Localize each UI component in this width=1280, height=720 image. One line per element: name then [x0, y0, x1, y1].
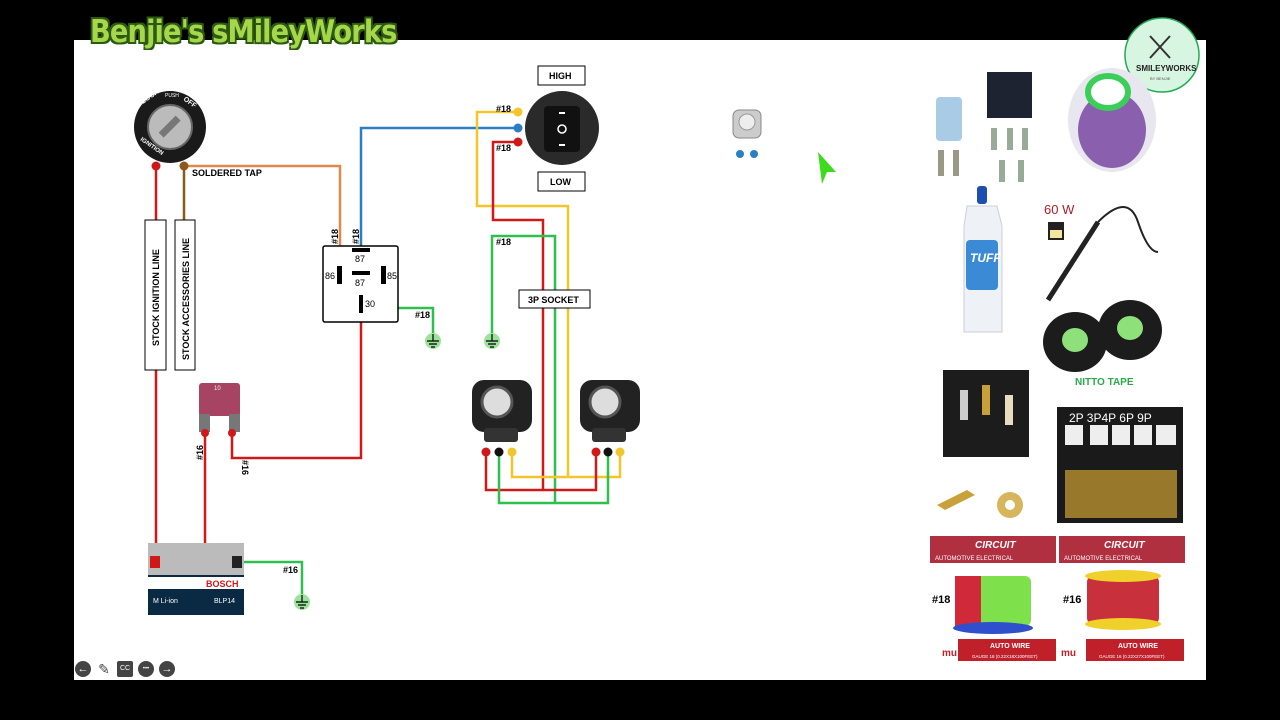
- 3p-socket-label: 3P SOCKET: [528, 295, 579, 305]
- wire-green-battery-ground: [244, 560, 304, 598]
- gauge-label: #18: [330, 229, 340, 244]
- previous-slide-button[interactable]: ←: [75, 661, 91, 677]
- svg-text:30: 30: [365, 299, 375, 309]
- svg-text:#18: #18: [932, 594, 950, 606]
- fuse: 10: [199, 383, 240, 432]
- svg-text:PUSH: PUSH: [165, 93, 179, 99]
- fuse-terminal: [228, 429, 236, 437]
- fog-lamp-right: [580, 380, 640, 442]
- svg-text:10: 10: [214, 386, 221, 392]
- svg-text:86: 86: [325, 271, 335, 281]
- svg-text:CIRCUIT: CIRCUIT: [1104, 540, 1145, 551]
- ignition-switch: LOCK PUSH OFF IGNITION: [134, 89, 206, 163]
- fuse-terminal: [201, 429, 209, 437]
- svg-text:AUTO WIRE: AUTO WIRE: [990, 643, 1030, 650]
- bullet-connectors-image: [943, 370, 1029, 457]
- gauge-label: #18: [496, 143, 511, 153]
- switch-blue-terminal: [513, 123, 523, 133]
- terminal-lugs-image: [937, 490, 1023, 518]
- gauge-label: #16: [195, 445, 205, 460]
- accessory-brown-terminal: [179, 161, 189, 171]
- wire-green-socket: [490, 234, 557, 503]
- svg-text:TUFF: TUFF: [970, 251, 1001, 265]
- wire-yellow-lamps: [510, 452, 622, 479]
- gauge-label: #18: [496, 104, 511, 114]
- connector-housings-image: 2P 3P4P 6P 9P: [1057, 407, 1183, 523]
- cleaner-bottle: TUFF: [963, 186, 1003, 333]
- svg-text:AUTO WIRE: AUTO WIRE: [1118, 643, 1158, 650]
- gauge-label: #16: [240, 460, 250, 475]
- high-label: HIGH: [549, 71, 572, 81]
- svg-text:85: 85: [387, 271, 397, 281]
- svg-text:AUTOMOTIVE ELECTRICAL: AUTOMOTIVE ELECTRICAL: [935, 556, 1014, 562]
- nitto-tape-label: NITTO TAPE: [1075, 377, 1134, 388]
- wire-ignition-red: [154, 166, 240, 564]
- svg-text:mu: mu: [942, 648, 957, 659]
- next-slide-button[interactable]: →: [159, 661, 175, 677]
- rocker-switch[interactable]: [525, 91, 599, 165]
- soldered-tap-label: SOLDERED TAP: [192, 168, 262, 178]
- brand-title: Benjie's sMileyWorks: [90, 14, 397, 50]
- ground-icon: [484, 333, 500, 349]
- soldering-iron-power: 60 W: [1044, 202, 1075, 217]
- svg-text:GAUGE 16 (0.22X27X100FEET): GAUGE 16 (0.22X27X100FEET): [1099, 654, 1165, 659]
- ground-icon: [425, 333, 441, 349]
- relay-socket-image: [936, 72, 1032, 182]
- nitto-tape-rolls: [1043, 300, 1162, 372]
- wire-red-30-fuse: [230, 300, 363, 460]
- gauge-label: #18: [415, 310, 430, 320]
- solder-wire-spool: [1068, 68, 1156, 172]
- switch-red-terminal: [513, 137, 523, 147]
- mouse-cursor-icon: [818, 152, 836, 184]
- gauge-label: #18: [351, 229, 361, 244]
- svg-text:AUTOMOTIVE ELECTRICAL: AUTOMOTIVE ELECTRICAL: [1064, 556, 1143, 562]
- soldering-iron: [1045, 206, 1159, 302]
- wire-orange-86: [184, 164, 342, 283]
- switch-yellow-terminal: [513, 107, 523, 117]
- svg-text:87: 87: [355, 278, 365, 288]
- svg-text:2P 3P4P 6P 9P: 2P 3P4P 6P 9P: [1069, 411, 1152, 425]
- gauge-label: #18: [496, 237, 511, 247]
- push-button-switch: [732, 109, 762, 158]
- 3p-socket-box: [518, 289, 591, 309]
- gauge-label: #16: [283, 565, 298, 575]
- low-label-box: [537, 171, 586, 192]
- wire-red-lamps: [484, 452, 598, 492]
- svg-text:SMILEYWORKS: SMILEYWORKS: [1136, 64, 1197, 73]
- battery: BOSCH M Li-ion BLP14: [148, 543, 244, 615]
- svg-text:#16: #16: [1063, 594, 1081, 606]
- stock-ignition-line-box: [144, 219, 167, 371]
- relay: 87 86 87 85 30: [322, 245, 399, 323]
- wire-spool-18: CIRCUIT AUTOMOTIVE ELECTRICAL #18 mu AUT…: [930, 536, 1056, 661]
- wire-green-lamps: [497, 452, 610, 505]
- stock-accessories-line-box: [174, 219, 196, 371]
- stock-accessories-line-label: STOCK ACCESSORIES LINE: [181, 238, 191, 360]
- ignition-red-terminal: [151, 161, 161, 171]
- lamp-terminals: [481, 447, 625, 457]
- high-label-box: [537, 65, 586, 86]
- captions-button[interactable]: CC: [117, 661, 133, 677]
- logo-badge: SMILEYWORKS BY BENJIE: [1124, 17, 1200, 93]
- svg-text:87: 87: [355, 254, 365, 264]
- stock-ignition-line-label: STOCK IGNITION LINE: [151, 249, 161, 346]
- slide-canvas: [74, 40, 1206, 680]
- more-options-button[interactable]: •••: [138, 661, 154, 677]
- ground-icon: [294, 594, 310, 610]
- wire-spool-16: CIRCUIT AUTOMOTIVE ELECTRICAL #16 mu AUT…: [1059, 536, 1185, 661]
- fog-lamp-left: [472, 380, 532, 442]
- svg-text:BOSCH: BOSCH: [206, 579, 239, 589]
- pen-tool-button[interactable]: ✎: [98, 661, 110, 677]
- svg-text:M Li-ion: M Li-ion: [153, 598, 178, 605]
- svg-text:BY BENJIE: BY BENJIE: [1150, 76, 1171, 81]
- svg-text:BLP14: BLP14: [214, 598, 235, 605]
- low-label: LOW: [550, 177, 571, 187]
- wire-blue-87: [359, 126, 518, 250]
- wire-red-switch: [491, 140, 545, 490]
- svg-text:CIRCUIT: CIRCUIT: [975, 540, 1016, 551]
- svg-text:GAUGE 18 (0.22X18X100FEET): GAUGE 18 (0.22X18X100FEET): [972, 654, 1038, 659]
- svg-text:mu: mu: [1061, 648, 1076, 659]
